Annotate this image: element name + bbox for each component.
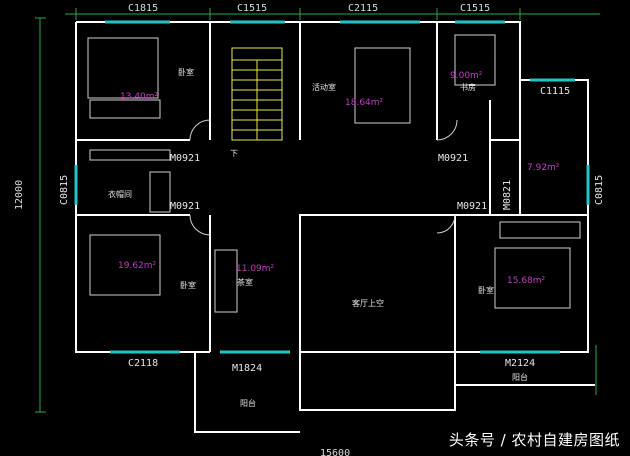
room-bedroom-bl: 卧室 xyxy=(180,280,196,290)
room-living-void: 客厅上空 xyxy=(352,298,384,308)
room-cloakroom: 衣帽间 xyxy=(108,189,132,199)
furniture xyxy=(87,34,581,313)
window-c0815-left: C0815 xyxy=(59,175,70,205)
door-swings xyxy=(189,119,458,236)
door-m0921-a: M0921 xyxy=(170,153,200,164)
area-bedroom-bl: 19.62m² xyxy=(118,261,157,271)
room-bedroom-tl: 卧室 xyxy=(178,67,194,77)
dim-top-c2115: C2115 xyxy=(348,3,378,14)
dim-top-c1815: C1815 xyxy=(128,3,158,14)
window-c0815-right: C0815 xyxy=(594,175,605,205)
dim-top-c1515-a: C1515 xyxy=(237,3,267,14)
area-activity: 18.64m² xyxy=(345,98,384,108)
door-m1824: M1824 xyxy=(232,363,262,374)
door-m0921-d: M0921 xyxy=(457,201,487,212)
windows xyxy=(74,20,590,354)
area-tea-room: 11.09m² xyxy=(236,264,275,274)
watermark-text: 头条号 / 农村自建房图纸 xyxy=(448,431,620,449)
door-m2124: M2124 xyxy=(505,358,535,369)
area-bath: 7.92m² xyxy=(527,163,560,173)
room-stair-down: 下 xyxy=(230,149,238,158)
room-activity: 活动室 xyxy=(312,82,336,92)
door-m0921-c: M0921 xyxy=(170,201,200,212)
dim-bottom-total: 15600 xyxy=(320,448,350,456)
area-study: 9.00m² xyxy=(450,71,483,81)
area-bedroom-tl: 13.40m² xyxy=(120,92,159,102)
room-balcony-l: 阳台 xyxy=(240,398,256,408)
dim-left-total: 12000 xyxy=(14,180,25,210)
window-c1115: C1115 xyxy=(540,86,570,97)
room-tea-room: 茶室 xyxy=(237,277,253,287)
room-bedroom-r: 卧室 xyxy=(478,285,494,295)
dimension-lines xyxy=(35,8,600,413)
dim-top-c1515-b: C1515 xyxy=(460,3,490,14)
door-m0821: M0821 xyxy=(502,180,513,210)
door-m0921-b: M0921 xyxy=(438,153,468,164)
area-bedroom-r: 15.68m² xyxy=(507,276,546,286)
room-balcony-r: 阳台 xyxy=(512,372,528,382)
room-study: 书房 xyxy=(460,82,476,92)
window-c2118: C2118 xyxy=(128,358,158,369)
staircase xyxy=(231,47,283,141)
